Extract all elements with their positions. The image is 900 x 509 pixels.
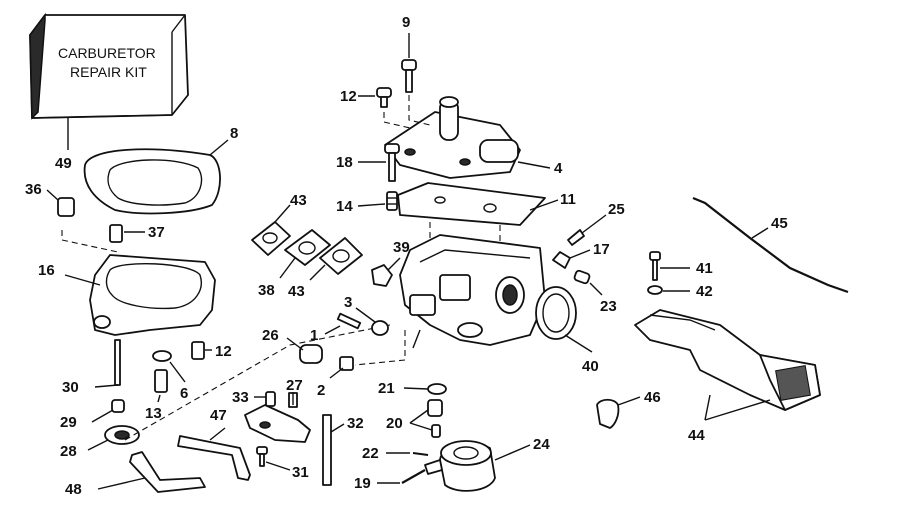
float-24 — [424, 440, 496, 492]
clip-46 — [596, 398, 620, 429]
washer-42 — [647, 285, 663, 295]
spring-14 — [386, 191, 398, 211]
callout-12-lower: 12 — [215, 343, 232, 360]
spring-33 — [265, 391, 276, 407]
float-needle-30 — [114, 339, 121, 386]
callout-40: 40 — [582, 358, 599, 375]
gasket-8 — [83, 148, 221, 215]
callout-4: 4 — [554, 160, 563, 177]
callout-43-lower: 43 — [288, 283, 305, 300]
callout-46: 46 — [644, 389, 661, 406]
intake-silencer-44 — [634, 309, 821, 411]
washer-6 — [152, 350, 172, 362]
callout-17: 17 — [593, 241, 610, 258]
callout-44: 44 — [688, 427, 705, 444]
pin-1 — [336, 312, 362, 330]
callout-45: 45 — [771, 215, 788, 232]
clip-2 — [339, 356, 354, 371]
screw-41 — [649, 251, 661, 281]
callout-26: 26 — [262, 327, 279, 344]
gasket-28 — [104, 425, 140, 445]
screw-9 — [401, 59, 417, 93]
callout-37: 37 — [148, 224, 165, 241]
callout-13: 13 — [145, 405, 162, 422]
callout-42: 42 — [696, 283, 713, 300]
callout-30: 30 — [62, 379, 79, 396]
kit-label-line1: CARBURETOR — [58, 45, 156, 61]
callout-3: 3 — [344, 294, 352, 311]
screw-29 — [111, 399, 125, 413]
o-ring-40 — [535, 286, 577, 340]
screw-19 — [401, 469, 426, 484]
gasket-43-right — [319, 237, 363, 275]
callout-14: 14 — [336, 198, 353, 215]
callout-21: 21 — [378, 380, 395, 397]
callout-31: 31 — [292, 464, 309, 481]
callout-9: 9 — [402, 14, 410, 31]
callout-49: 49 — [55, 155, 72, 172]
roller-26 — [299, 344, 323, 364]
lever-27 — [244, 392, 311, 443]
cover-4 — [384, 96, 521, 179]
kit-label-line2: REPAIR KIT — [70, 64, 147, 80]
callout-43-upper: 43 — [290, 192, 307, 209]
main-jet-13 — [154, 369, 168, 393]
callout-8: 8 — [230, 125, 238, 142]
carburetor-body — [399, 234, 546, 349]
spring-23 — [573, 269, 591, 285]
callout-12-upper: 12 — [340, 88, 357, 105]
repair-kit-box: CARBURETOR REPAIR KIT — [29, 12, 189, 120]
callout-33: 33 — [232, 389, 249, 406]
plug-36 — [57, 197, 75, 217]
link-rod-45 — [692, 196, 849, 294]
callout-22: 22 — [362, 445, 379, 462]
float-bowl-16 — [89, 254, 216, 336]
bracket-17 — [552, 251, 571, 269]
nut-39 — [371, 264, 393, 287]
callout-39: 39 — [393, 239, 410, 256]
callout-38: 38 — [258, 282, 275, 299]
callout-16: 16 — [38, 262, 55, 279]
callout-24: 24 — [533, 436, 550, 453]
callout-28: 28 — [60, 443, 77, 460]
screw-12-upper — [376, 87, 392, 108]
valve-20 — [427, 399, 443, 438]
callout-6: 6 — [180, 385, 188, 402]
washer-21 — [427, 383, 447, 395]
screw-31 — [256, 446, 268, 467]
callout-27: 27 — [286, 377, 303, 394]
callout-32: 32 — [347, 415, 364, 432]
callout-25: 25 — [608, 201, 625, 218]
needle-25 — [567, 229, 585, 246]
hose-47 — [177, 435, 251, 481]
washer-3 — [371, 320, 389, 336]
callout-29: 29 — [60, 414, 77, 431]
callout-20: 20 — [386, 415, 403, 432]
callout-48: 48 — [65, 481, 82, 498]
callout-47: 47 — [210, 407, 227, 424]
callout-18: 18 — [336, 154, 353, 171]
callout-23: 23 — [600, 298, 617, 315]
gasket-11 — [397, 182, 546, 226]
screw-12-lower — [191, 341, 205, 360]
hose-48 — [129, 451, 206, 493]
callout-1: 1 — [310, 327, 318, 344]
screw-18 — [384, 143, 400, 182]
pin-22 — [412, 452, 429, 456]
spacer-38 — [284, 229, 331, 266]
callout-41: 41 — [696, 260, 713, 277]
cap-37 — [109, 224, 123, 243]
gasket-43-left — [251, 221, 291, 256]
callout-2: 2 — [317, 382, 325, 399]
callout-19: 19 — [354, 475, 371, 492]
callout-11: 11 — [560, 191, 576, 208]
callout-36: 36 — [25, 181, 42, 198]
screw-32 — [322, 414, 332, 486]
